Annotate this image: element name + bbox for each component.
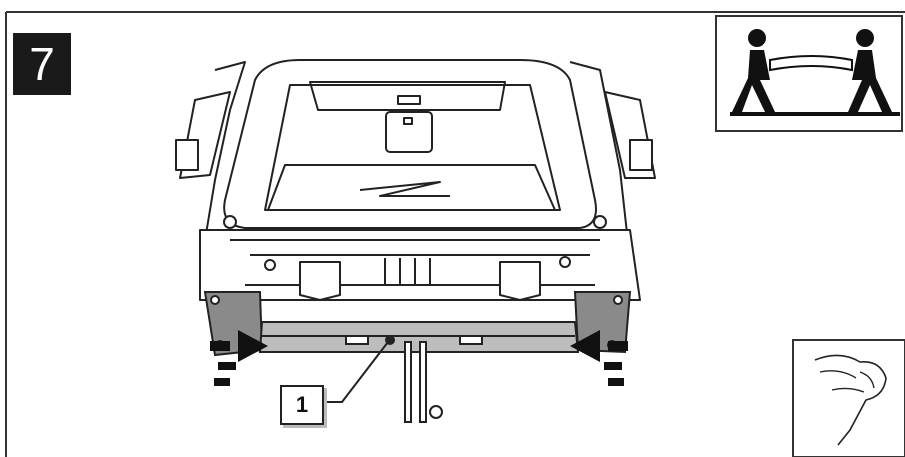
two-person-lift-icon: [715, 15, 903, 132]
step-number-badge: 7: [13, 33, 71, 95]
panel-frame: [5, 11, 905, 457]
insert-arrow-right: [570, 330, 628, 386]
hand-tighten-icon: [792, 339, 905, 457]
part-callout-1: 1: [280, 385, 324, 425]
callout-leader: [322, 341, 389, 403]
car-rear-body: [175, 59, 656, 301]
insert-arrow-left: [210, 330, 268, 386]
tow-bar-beam: [258, 321, 580, 423]
